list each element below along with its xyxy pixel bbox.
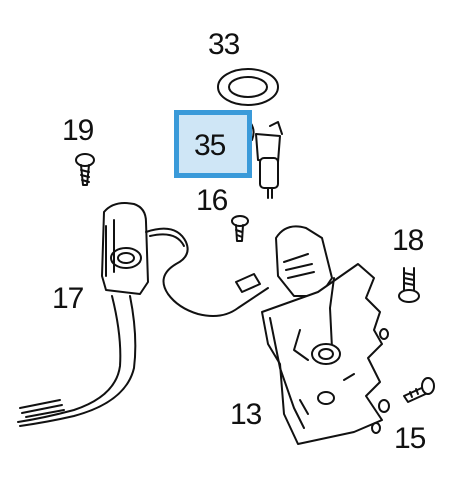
callout-33: 33	[208, 28, 240, 61]
handle-part-17	[17, 202, 269, 427]
o-ring-part-33	[217, 68, 279, 106]
callout-18: 18	[392, 224, 424, 257]
bolt-part-15	[403, 377, 435, 403]
bolt-part-18	[398, 267, 420, 303]
screw-part-19	[75, 153, 95, 186]
housing-part-13	[261, 225, 390, 445]
callout-16: 16	[196, 184, 228, 217]
callout-35: 35	[194, 129, 226, 162]
screw-part-16	[231, 215, 249, 242]
callout-13: 13	[230, 398, 262, 431]
callout-19: 19	[62, 114, 94, 147]
sensor-part-35	[249, 121, 283, 199]
highlighted-callout-35: 35	[174, 110, 252, 178]
callout-15: 15	[394, 422, 426, 455]
callout-17: 17	[52, 282, 84, 315]
